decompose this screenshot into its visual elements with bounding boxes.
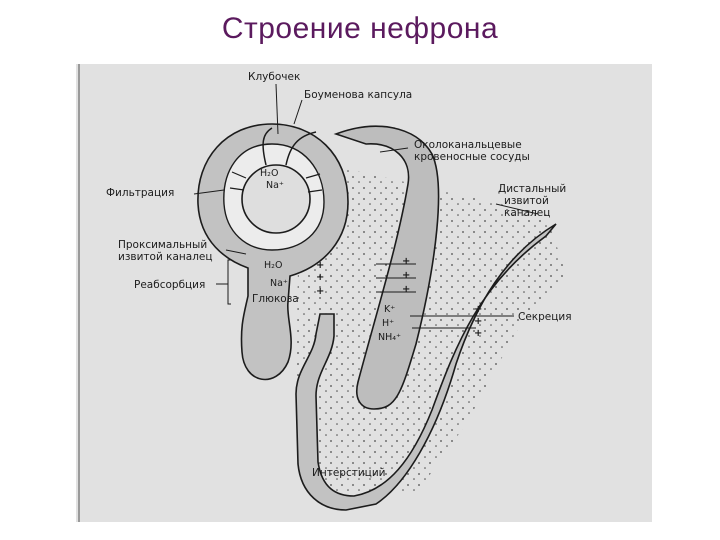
label-glomerulus: Клубочек <box>248 71 300 83</box>
plus-sign: + <box>316 260 324 271</box>
interstitium-region <box>296 160 566 494</box>
label-filtration: Фильтрация <box>106 187 174 199</box>
label-proximal-1: Проксимальный <box>118 239 207 251</box>
ion-na: Na⁺ <box>270 278 288 289</box>
ion-nh4: NH₄⁺ <box>378 332 401 343</box>
plus-sign: + <box>402 256 410 267</box>
label-distal-3: каналец <box>504 207 550 219</box>
label-bowman: Боуменова капсула <box>304 89 412 101</box>
peritubular-vessel <box>333 125 440 410</box>
ion-h2o: H₂O <box>264 260 282 271</box>
plus-sign: + <box>316 286 324 297</box>
label-distal-2: извитой <box>504 195 549 207</box>
nephron-diagram: Клубочек Боуменова капсула Околоканальце… <box>76 64 652 522</box>
plus-sign: + <box>474 304 482 315</box>
plus-sign: + <box>474 316 482 327</box>
label-distal-1: Дистальный <box>498 183 566 195</box>
label-secretion: Секреция <box>518 311 572 323</box>
plus-sign: + <box>402 284 410 295</box>
ion-na-top: Na⁺ <box>266 180 284 191</box>
ion-k: K⁺ <box>384 304 395 315</box>
page-title: Строение нефрона <box>221 12 499 45</box>
label-glucose: Глюкоза <box>252 293 299 305</box>
label-vessels-2: кровеносные сосуды <box>414 151 530 163</box>
ion-h: H⁺ <box>382 318 394 329</box>
plus-sign: + <box>402 270 410 281</box>
label-reabsorption: Реабсорбция <box>134 279 205 291</box>
label-interstitium: Интерстиций <box>312 467 385 479</box>
glomerulus-ball <box>241 164 311 234</box>
ion-h2o-top: H₂O <box>260 168 278 179</box>
label-vessels-1: Околоканальцевые <box>414 139 522 151</box>
label-proximal-2: извитой каналец <box>118 251 213 263</box>
plus-sign: + <box>316 272 324 283</box>
distal-tubule <box>295 223 557 511</box>
plus-sign: + <box>474 328 482 339</box>
